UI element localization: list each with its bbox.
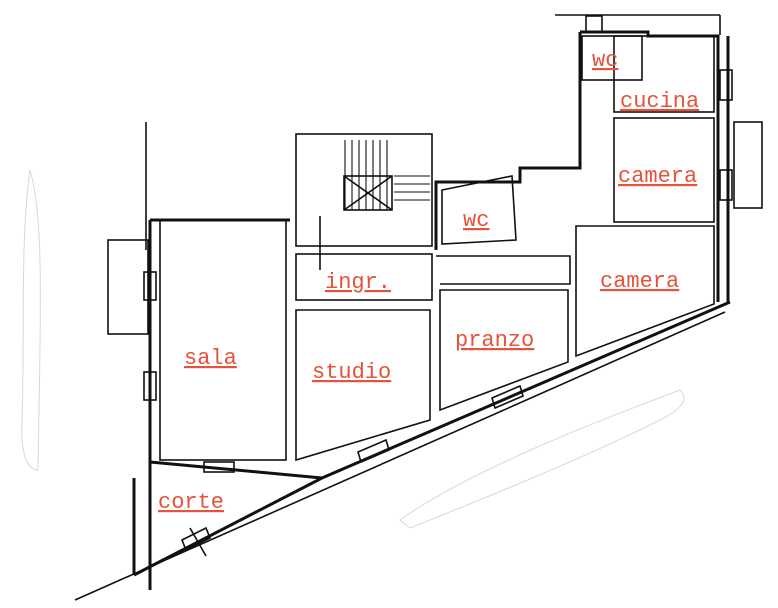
room-label-camera-lower: camera [600, 269, 679, 294]
balconies [107, 15, 763, 335]
room-label-wc-middle: wc [463, 208, 489, 233]
room-label-camera-upper: camera [618, 164, 697, 189]
scan-smudges [21, 169, 685, 529]
site-boundary-lines [74, 14, 726, 601]
room-label-wc-top: wc [592, 48, 618, 73]
room-label-ingresso: ingr. [325, 270, 391, 295]
room-outlines [159, 35, 715, 462]
room-label-sala: sala [184, 346, 237, 371]
room-label-corte: corte [158, 490, 224, 515]
windows [143, 69, 733, 557]
room-label-studio: studio [312, 360, 391, 385]
room-labels: wc cucina camera wc camera ingr. pranzo … [158, 48, 699, 515]
room-label-cucina: cucina [620, 89, 699, 114]
staircase [319, 140, 430, 270]
room-label-pranzo: pranzo [455, 328, 534, 353]
